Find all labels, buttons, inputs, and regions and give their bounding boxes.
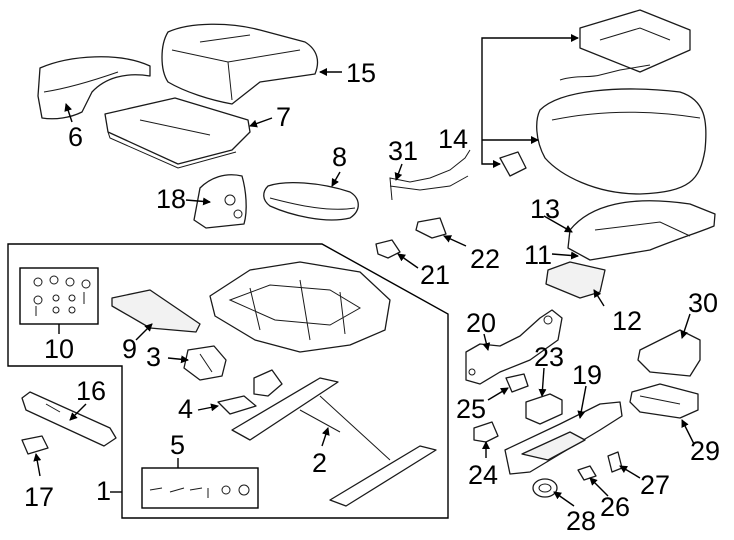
seat-frame-main [209,261,391,353]
callout-25: 25 [456,394,486,424]
callout-27: 27 [640,470,670,500]
callout-11: 11 [524,240,552,270]
leader-2 [321,427,330,447]
leader-29 [681,419,695,445]
callout-13: 13 [530,194,560,224]
callout-5: 5 [170,430,185,460]
part-16-trim [21,391,117,447]
leader-18 [185,197,211,206]
callout-1: 1 [96,476,111,506]
callout-30: 30 [688,288,718,318]
callout-19: 19 [572,360,602,390]
leader-20 [482,333,491,351]
leader-14-a [481,34,579,140]
callout-6: 6 [68,122,83,152]
callout-18: 18 [156,184,186,214]
callout-9: 9 [122,334,137,364]
callout-31: 31 [388,136,418,166]
callout-22: 22 [470,244,500,274]
part-7-seat-pad [104,97,251,169]
part-24-switch [473,421,499,443]
part-20-bracket [465,309,563,385]
callout-8: 8 [332,142,347,172]
part-30-bracket [637,329,701,377]
part-18-trim-panel [193,174,247,229]
part-21-clip [375,239,401,259]
part-4-actuator [217,369,283,415]
part-27-cap [607,451,623,473]
callout-14: 14 [438,124,468,154]
leader-3 [167,355,189,364]
part-10-hardware-box [19,267,99,325]
part-5-bolts-box [141,467,259,509]
leader-19 [577,385,587,419]
callout-2: 2 [312,448,327,478]
leader-12 [593,289,605,307]
part-2-seat-track [231,377,437,507]
leader-4 [197,403,219,412]
leader-14-c [481,140,501,168]
leader-17 [33,453,42,477]
leader-6 [64,103,73,123]
leader-16 [69,403,87,421]
callout-4: 4 [178,394,193,424]
leader-11 [551,251,579,260]
part-13-11-12-frame-parts [545,200,716,299]
part-26-cap [577,465,597,481]
callout-15: 15 [346,58,376,88]
part-22-bracket [415,217,447,239]
part-3-motor [183,345,227,381]
part-17-pin [21,435,49,455]
callout-3: 3 [146,342,161,372]
callout-17: 17 [24,482,54,512]
leader-7 [249,117,273,128]
callout-23: 23 [534,342,564,372]
callout-21: 21 [420,260,450,290]
part-28-ring [532,478,558,498]
callout-10: 10 [44,334,74,364]
callout-26: 26 [600,492,630,522]
leader-23 [538,367,547,397]
part-29-module [629,383,699,419]
part-23-switch [525,393,563,425]
leader-28 [553,491,575,507]
part-15-cushion-cover [161,23,319,105]
leader-25 [487,387,509,401]
leader-21 [397,253,419,269]
leader-31 [394,163,403,181]
callout-28: 28 [566,506,596,536]
leader-22 [443,235,467,247]
leader-30 [680,313,691,339]
callout-12: 12 [612,306,642,336]
callout-29: 29 [690,436,720,466]
callout-24: 24 [468,460,498,490]
part-25-knob [505,373,529,393]
part-8-cushion [263,181,359,221]
part-19-side-shield [504,401,623,475]
leader-9 [135,323,153,341]
part-31-wire [389,149,471,201]
leader-27 [619,465,641,479]
leader-26 [589,477,609,497]
callout-20: 20 [466,308,496,338]
assembly-frame [7,243,449,519]
leader-13 [543,215,573,233]
callout-7: 7 [276,102,291,132]
leader-8 [331,171,341,187]
part-9-slide-plate [111,289,201,333]
callout-16: 16 [76,376,106,406]
part-14-seatback [499,9,707,195]
